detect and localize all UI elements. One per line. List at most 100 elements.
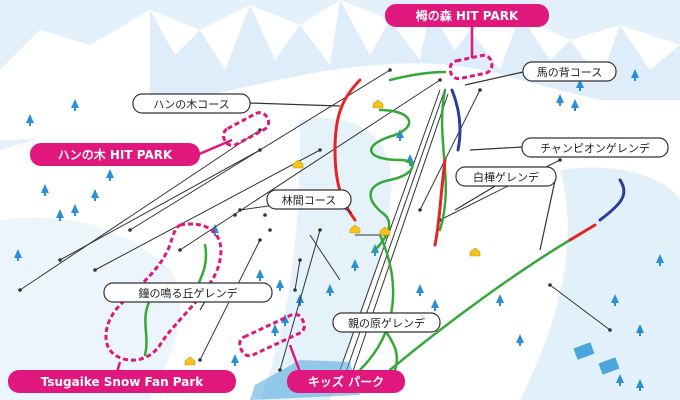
label-champion-text: チャンピオンゲレンデ <box>540 141 650 155</box>
label-rinkan-text: 林間コース <box>282 193 336 207</box>
lift-station-dot <box>418 208 422 212</box>
tree-icon <box>631 69 639 81</box>
park-outline-snow-fan <box>104 222 223 362</box>
lift-station-dot <box>263 213 267 217</box>
tree-icon <box>41 184 49 196</box>
label-tsuga-no-mori-park-text: 栂の森 HIT PARK <box>416 8 519 23</box>
park-callout-lines <box>115 25 474 373</box>
course-oyanohara-green <box>358 233 395 372</box>
lift-station-dot <box>548 283 552 287</box>
tree-icon <box>516 334 524 346</box>
building-2 <box>598 357 620 375</box>
lift-station-dot <box>198 358 202 362</box>
label-kane-no-naru-oka-text: 鐘の鳴る丘ゲレンデ <box>139 286 238 300</box>
tree-icon <box>281 314 289 326</box>
label-shirakaba: 白樺ゲレンデ <box>455 166 557 187</box>
course-kane-green-bottom <box>143 298 152 357</box>
lift-station-dot <box>58 258 62 262</box>
course-kids-green <box>383 328 399 372</box>
tree-icon <box>571 99 579 111</box>
lift-station-dot <box>18 288 22 292</box>
park-outline-kids <box>238 312 306 358</box>
tree-icon <box>576 79 584 91</box>
tree-icon <box>106 169 114 181</box>
lodge-icon <box>469 247 481 257</box>
lift-station-dot <box>293 288 297 292</box>
tree-icon <box>636 324 644 336</box>
course-upper-green <box>388 70 447 82</box>
label-rinkan: 林間コース <box>266 189 352 210</box>
label-hannoki-course-text: ハンの木コース <box>153 98 229 111</box>
lift-station-dot <box>258 148 262 152</box>
tree-icon <box>256 269 264 281</box>
tree-icon <box>14 249 22 261</box>
course-rinkan-green <box>369 108 414 252</box>
label-snow-fan-park-text: Tsugaike Snow Fan Park <box>41 375 205 389</box>
park-outline-tsuga <box>448 53 494 81</box>
label-umanose: 馬の背コース <box>522 61 617 82</box>
course-shirakaba-red <box>433 158 447 247</box>
tree-icon <box>611 294 619 306</box>
lodge-icon <box>379 226 391 236</box>
trees <box>14 69 664 391</box>
tree-icon <box>636 379 644 391</box>
lift-station-dot <box>608 328 612 332</box>
label-kids-park: キッズ パーク <box>287 370 405 393</box>
tree-icon <box>276 279 284 291</box>
label-hannoki-park: ハンの木 HIT PARK <box>30 143 200 166</box>
lift-station-dot <box>93 268 97 272</box>
label-hannoki-park-text: ハンの木 HIT PARK <box>58 147 173 162</box>
label-shirakaba-text: 白樺ゲレンデ <box>473 170 539 184</box>
tree-icon <box>351 259 359 271</box>
lift-station-dot <box>238 208 242 212</box>
tree-icon <box>416 284 424 296</box>
tree-icon <box>431 299 439 311</box>
course-champion-red <box>568 223 597 242</box>
lift-station-dot <box>388 68 392 72</box>
label-oyanohara-text: 親の原ゲレンデ <box>348 316 425 330</box>
tree-icon <box>71 204 79 216</box>
lift-station-dot <box>128 228 132 232</box>
tree-icon <box>556 94 564 106</box>
tree-icon <box>326 284 334 296</box>
tree-icon <box>91 189 99 201</box>
tree-icon <box>396 129 404 141</box>
park-outline-hannoki <box>221 111 271 147</box>
slope-shadow-right <box>520 167 680 400</box>
park-outlines <box>104 53 494 362</box>
tree-icon <box>496 294 504 306</box>
label-kane-no-naru-oka: 鐘の鳴る丘ゲレンデ <box>103 282 273 303</box>
lift-station-dot <box>318 148 322 152</box>
tree-icon <box>26 114 34 126</box>
building-1 <box>573 342 595 360</box>
lift-station-dot <box>258 238 262 242</box>
lift-station-dot <box>233 213 237 217</box>
course-champion-green <box>388 238 572 372</box>
label-snow-fan-park: Tsugaike Snow Fan Park <box>8 370 236 393</box>
lift-station-dot <box>178 248 182 252</box>
label-champion: チャンピオンゲレンデ <box>521 137 669 158</box>
lodge-icon <box>349 224 361 234</box>
tree-icon <box>616 374 624 386</box>
lift-station-dot <box>438 78 442 82</box>
lift-station-dot <box>268 228 272 232</box>
lift-station-dot <box>478 88 482 92</box>
tree-icon <box>656 254 664 266</box>
label-umanose-text: 馬の背コース <box>537 65 602 79</box>
lodge-icon <box>292 159 304 169</box>
label-tsuga-no-mori-park: 栂の森 HIT PARK <box>385 4 549 27</box>
course-champion-blue <box>598 178 626 222</box>
tree-icon <box>71 99 79 111</box>
label-hannoki-course: ハンの木コース <box>132 93 251 114</box>
course-umanose-blue <box>450 88 462 152</box>
label-kids-park-text: キッズ パーク <box>308 374 384 389</box>
lodge-icon <box>372 99 384 109</box>
lift-station-dot <box>558 158 562 162</box>
slope-shadow-left <box>0 217 181 400</box>
lodge-icon <box>184 356 196 366</box>
label-oyanohara: 親の原ゲレンデ <box>332 312 441 333</box>
tree-icon <box>56 209 64 221</box>
lift-station-dot <box>318 228 322 232</box>
tree-icon <box>271 324 279 336</box>
